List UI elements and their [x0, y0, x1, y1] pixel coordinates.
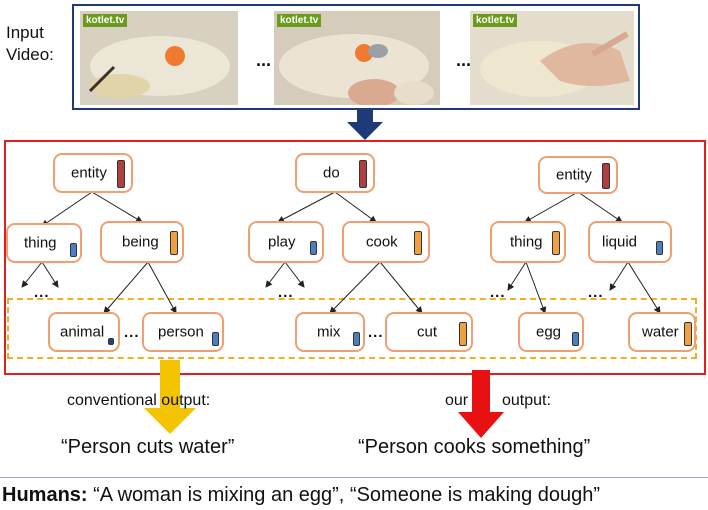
score-bar — [572, 332, 579, 346]
score-bar — [459, 322, 467, 346]
frame-3-image — [470, 11, 634, 105]
hierarchy-panel — [4, 140, 706, 375]
score-bar — [108, 338, 114, 345]
humans-label: Humans: — [2, 484, 88, 506]
conventional-output-label: conventional output: — [67, 392, 211, 409]
watermark: kotlet.tv — [83, 14, 128, 27]
tree-edges — [21, 191, 661, 314]
watermark: kotlet.tv — [277, 14, 322, 27]
node-being: being — [100, 221, 184, 263]
our-output-text: “Person cooks something” — [358, 436, 591, 458]
node-label: cook — [366, 233, 398, 251]
ellipsis-play: ... — [278, 284, 294, 301]
node-mix: mix — [295, 312, 365, 352]
node-egg: egg — [518, 312, 584, 352]
node-person: person — [142, 312, 224, 352]
video-frame-2: kotlet.tv — [274, 11, 440, 105]
node-label: being — [122, 233, 159, 251]
score-bar — [656, 241, 663, 255]
video-ellipsis-1: ... — [256, 50, 272, 70]
ellipsis-thing-1: ... — [34, 284, 50, 301]
conventional-output-arrow — [144, 360, 196, 434]
score-bar — [353, 332, 360, 346]
score-bar — [359, 160, 367, 188]
input-label-line1: Input — [6, 23, 44, 42]
node-label: water — [642, 323, 679, 341]
node-label: thing — [24, 234, 57, 252]
node-entity-1: entity — [53, 153, 133, 193]
node-water: water — [628, 312, 696, 352]
node-label: entity — [556, 166, 592, 184]
node-thing-1: thing — [6, 223, 82, 263]
score-bar — [310, 241, 317, 255]
humans-text: “A woman is mixing an egg”, “Someone is … — [93, 484, 601, 506]
node-thing-2: thing — [490, 221, 566, 263]
input-video-strip: kotlet.tv ... kotlet.tv ... kotlet.tv — [72, 4, 640, 110]
node-label: liquid — [602, 233, 638, 251]
node-cook: cook — [342, 221, 430, 263]
divider — [0, 477, 708, 478]
node-label: thing — [510, 233, 543, 251]
ellipsis-liquid: ... — [588, 284, 604, 301]
our-output-arrow — [458, 370, 504, 438]
frame-1-image — [80, 11, 238, 105]
node-label: cut — [417, 323, 438, 341]
score-bar — [170, 231, 178, 255]
score-bar — [552, 231, 560, 255]
our-label: our — [445, 392, 469, 409]
ellipsis-mix-cut: ... — [368, 324, 384, 341]
leaf-concepts-box — [7, 298, 697, 359]
node-animal: animal — [48, 312, 120, 352]
frame-2-image — [274, 11, 440, 105]
score-bar — [117, 160, 125, 188]
output-label: output: — [502, 392, 551, 409]
video-ellipsis-2: ... — [456, 50, 472, 70]
humans-caption: Humans: “A woman is mixing an egg”, “Som… — [2, 484, 600, 507]
node-label: mix — [317, 323, 341, 341]
node-label: do — [323, 164, 340, 182]
navy-down-arrow — [347, 110, 383, 140]
ellipsis-animal-person: ... — [124, 324, 140, 341]
node-cut: cut — [385, 312, 473, 352]
conventional-output-text: “Person cuts water” — [61, 436, 235, 458]
score-bar — [70, 243, 77, 257]
score-bar — [414, 231, 422, 255]
ellipsis-thing-2: ... — [490, 284, 506, 301]
score-bar — [212, 332, 219, 346]
node-label: person — [158, 323, 204, 341]
node-label: entity — [71, 164, 107, 182]
input-label-line2: Video: — [6, 45, 54, 64]
node-label: play — [268, 233, 296, 251]
video-frame-3: kotlet.tv — [470, 11, 634, 105]
score-bar — [602, 163, 610, 189]
score-bar — [684, 322, 692, 346]
node-label: animal — [60, 323, 105, 341]
node-label: egg — [536, 323, 562, 341]
node-play: play — [248, 221, 324, 263]
video-frame-1: kotlet.tv — [80, 11, 238, 105]
node-entity-2: entity — [538, 156, 618, 194]
input-video-label: Input Video: — [6, 22, 72, 66]
watermark: kotlet.tv — [473, 14, 518, 27]
node-do: do — [295, 153, 375, 193]
node-liquid: liquid — [588, 221, 672, 263]
